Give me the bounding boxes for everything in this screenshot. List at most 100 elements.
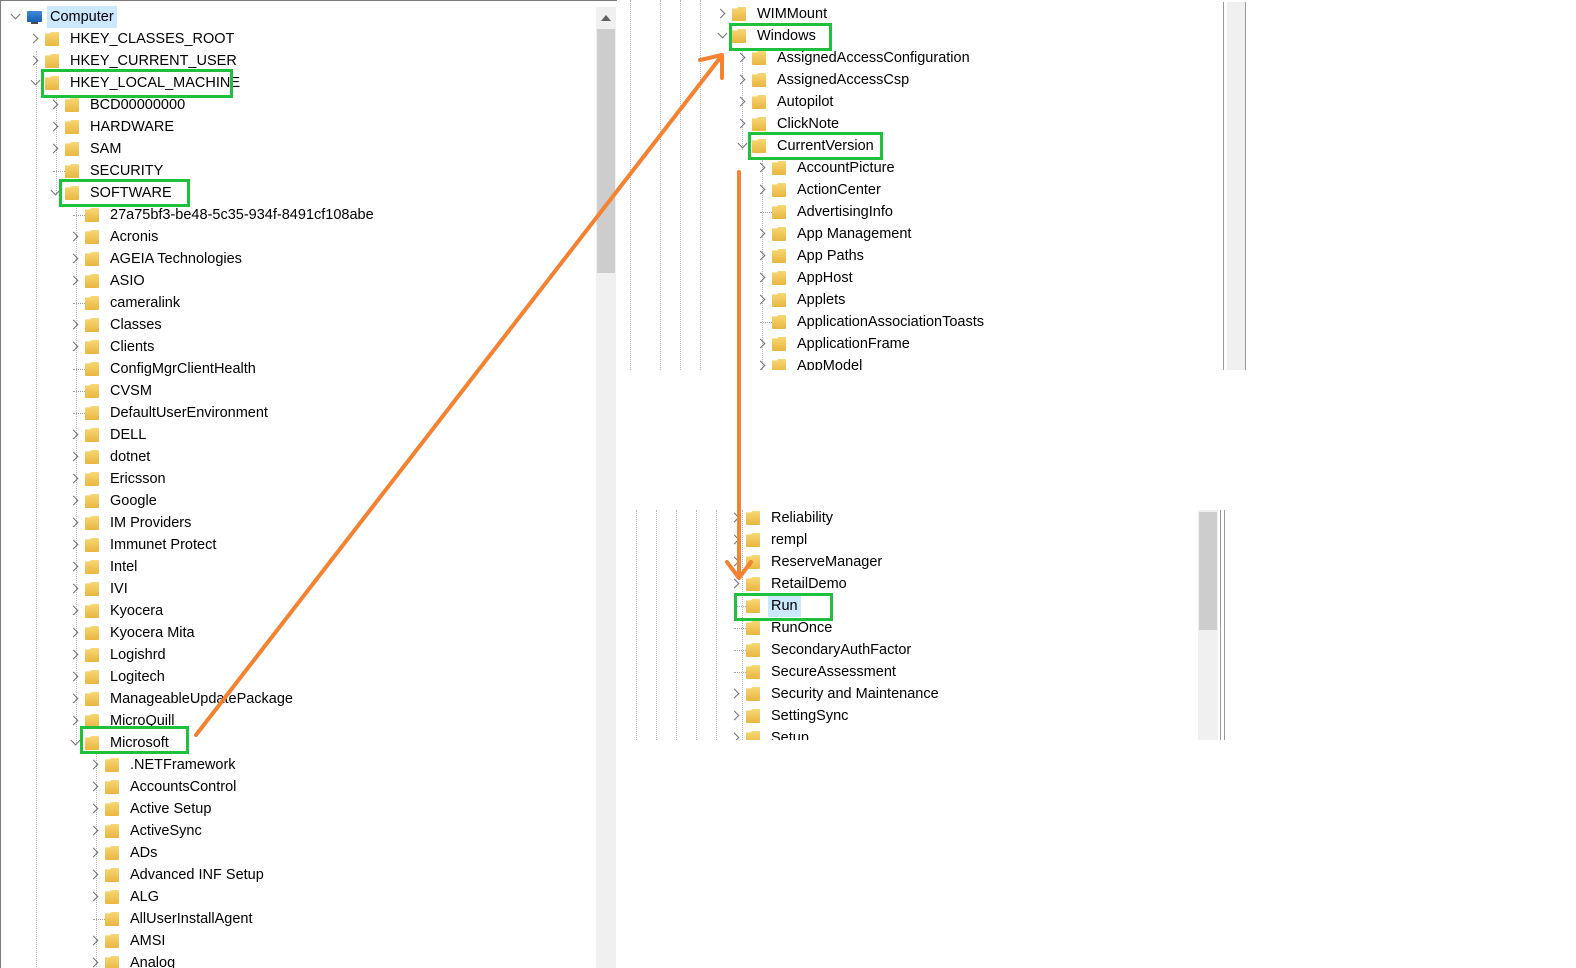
tree-item-label: AGEIA Technologies (110, 251, 242, 267)
folder-icon (105, 956, 119, 968)
tree-guide (36, 51, 37, 968)
highlight-run (734, 593, 833, 621)
tree-item-label: cameralink (110, 295, 181, 311)
folder-icon (746, 709, 760, 723)
folder-icon (85, 230, 99, 244)
tree-item-label: Immunet Protect (110, 537, 217, 553)
tree-item-label: Logishrd (110, 647, 166, 663)
folder-icon (85, 494, 99, 508)
tree-item-label: ADs (130, 845, 158, 861)
tree-item-label: .NETFramework (130, 757, 236, 773)
tree-connector (760, 322, 772, 323)
folder-icon (85, 670, 99, 684)
tree-item-label: SecureAssessment (771, 664, 896, 680)
folder-icon (85, 362, 99, 376)
tree-guide (742, 510, 743, 740)
tree-item-label: AppModel (797, 358, 863, 370)
folder-icon (85, 450, 99, 464)
tree-connector (734, 672, 746, 673)
folder-icon (85, 538, 99, 552)
tree-item-label: HKEY_CLASSES_ROOT (70, 31, 235, 47)
folder-icon (772, 359, 786, 370)
tree-item-label: DELL (110, 427, 147, 443)
highlight-software (59, 179, 190, 207)
tree-item-label: Active Setup (130, 801, 212, 817)
tree-connector (734, 628, 746, 629)
folder-icon (85, 736, 99, 750)
tree-item-label: 27a75bf3-be48-5c35-934f-8491cf108abe (110, 207, 374, 223)
tree-item-label: CurrentVersion (777, 138, 874, 154)
tree-connector (760, 212, 772, 213)
tree-guide (700, 0, 701, 370)
scrollbar-thumb[interactable] (1199, 512, 1217, 630)
tree-connector (73, 215, 85, 216)
folder-icon (105, 868, 119, 882)
tree-item-label: Clients (110, 339, 155, 355)
tree-item-label: ClickNote (777, 116, 840, 132)
highlight-hklm (41, 69, 233, 98)
tree-item-label: AdvertisingInfo (797, 204, 893, 220)
tree-item-label: Classes (110, 317, 162, 333)
arrow-head-icon (725, 560, 753, 580)
folder-icon (105, 934, 119, 948)
folder-icon (45, 54, 59, 68)
tree-item-label: RunOnce (771, 620, 833, 636)
tree-item-label: SecondaryAuthFactor (771, 642, 912, 658)
tree-connector (73, 303, 85, 304)
tree-guide (676, 510, 677, 740)
tree-item-label: SECURITY (90, 163, 164, 179)
tree-item-label: App Paths (797, 248, 864, 264)
scroll-up-icon[interactable] (601, 15, 611, 21)
folder-icon (85, 296, 99, 310)
folder-icon (65, 142, 79, 156)
tree-item-label: ApplicationAssociationToasts (797, 314, 984, 330)
pane-divider (1220, 510, 1221, 740)
folder-icon (105, 846, 119, 860)
tree-item-label: IM Providers (110, 515, 192, 531)
highlight-windows (729, 23, 832, 51)
folder-icon (752, 95, 766, 109)
pane-divider (1245, 2, 1246, 370)
folder-icon (746, 643, 760, 657)
folder-icon (65, 186, 79, 200)
folder-icon (85, 208, 99, 222)
folder-icon (85, 648, 99, 662)
folder-icon (65, 120, 79, 134)
folder-icon (105, 824, 119, 838)
tree-connector (734, 650, 746, 651)
tree-item-label: AssignedAccessConfiguration (777, 50, 970, 66)
tree-item-label: HKEY_CURRENT_USER (70, 53, 237, 69)
tree-item-label: Logitech (110, 669, 165, 685)
tree-item-label: Google (110, 493, 157, 509)
tree-item-label: HARDWARE (90, 119, 175, 135)
tree-guide (696, 510, 697, 740)
tree-item-label: SettingSync (771, 708, 849, 724)
folder-icon (85, 626, 99, 640)
tree-item-label: rempl (771, 532, 808, 548)
highlight-currentversion (748, 132, 883, 160)
tree-item-label: Ericsson (110, 471, 166, 487)
tree-item-label: AssignedAccessCsp (777, 72, 910, 88)
tree-item-label: Setup (771, 730, 809, 740)
folder-icon (772, 183, 786, 197)
folder-icon (772, 161, 786, 175)
pane-divider (1224, 510, 1225, 740)
folder-icon (105, 802, 119, 816)
arrow-microsoft-to-windows (194, 56, 722, 737)
tree-guide (660, 0, 661, 370)
folder-icon (105, 780, 119, 794)
tree-item-label: ActiveSync (130, 823, 202, 839)
tree-item-label: Applets (797, 292, 846, 308)
vertical-scrollbar[interactable] (1198, 510, 1218, 740)
tree-guide (716, 510, 717, 740)
folder-icon (85, 252, 99, 266)
folder-icon (85, 560, 99, 574)
folder-icon (85, 472, 99, 486)
tree-item-label: BCD00000000 (90, 97, 186, 113)
folder-icon (752, 51, 766, 65)
vertical-scrollbar[interactable] (1227, 2, 1245, 370)
folder-icon (752, 117, 766, 131)
tree-item-label: WIMMount (757, 6, 828, 22)
